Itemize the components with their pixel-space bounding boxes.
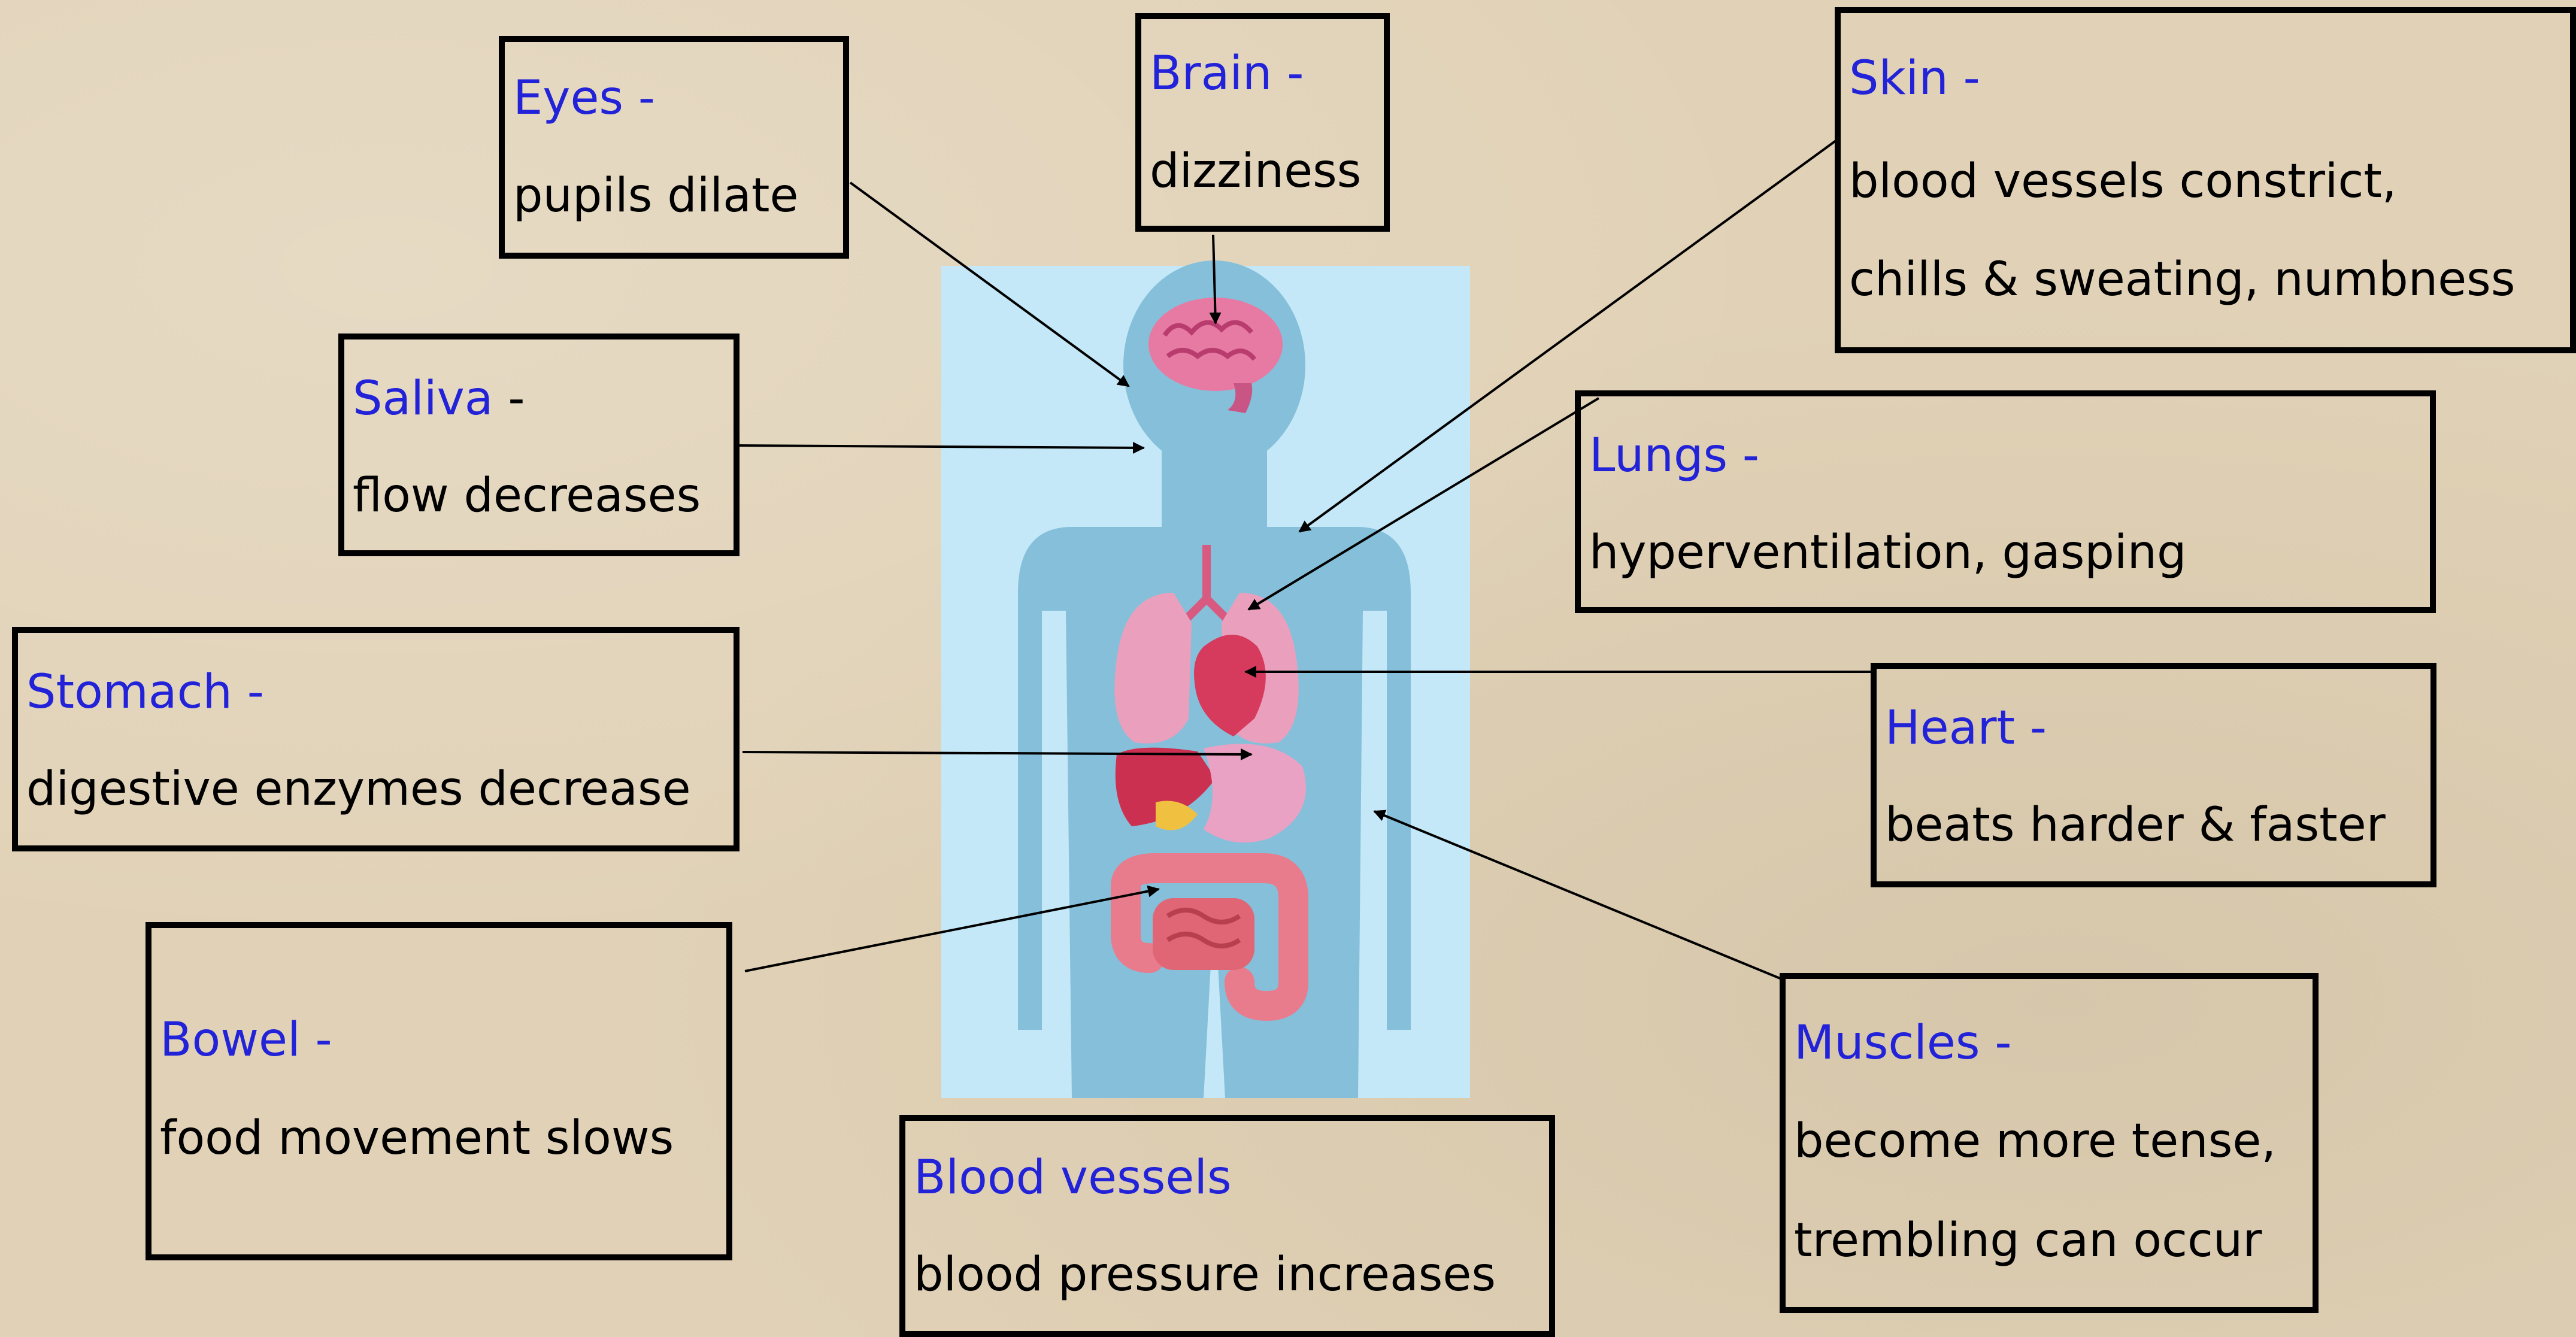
muscles-box: Muscles - become more tense, trembling c… <box>1780 973 2319 1313</box>
blood-vessels-box: Blood vessels blood pressure increases <box>899 1115 1555 1337</box>
bowel-name: Bowel - <box>160 1017 332 1063</box>
stomach-box: Stomach - digestive enzymes decrease <box>12 627 740 851</box>
brain-name: Brain - <box>1150 50 1304 97</box>
heart-box: Heart - beats harder & faster <box>1871 663 2436 887</box>
heart-desc: beats harder & faster <box>1885 802 2386 848</box>
saliva-desc: flow decreases <box>353 472 701 519</box>
bowel-box: Bowel - food movement slows <box>146 922 732 1260</box>
skin-desc-line1: blood vessels constrict, <box>1849 158 2397 205</box>
eyes-name: Eyes - <box>513 75 655 122</box>
bowel-desc: food movement slows <box>160 1115 674 1162</box>
saliva-box: Saliva - flow decreases <box>338 334 740 556</box>
saliva-arrow <box>739 445 1144 448</box>
lungs-desc: hyperventilation, gasping <box>1589 529 2187 576</box>
stomach-name: Stomach - <box>26 669 264 716</box>
muscles-desc-line1: become more tense, <box>1794 1118 2276 1165</box>
saliva-name: Saliva - <box>353 375 525 422</box>
lungs-arrow <box>1248 398 1599 610</box>
muscles-desc-line2: trembling can occur <box>1794 1217 2262 1264</box>
eyes-arrow <box>850 183 1129 386</box>
blood-vessels-name: Blood vessels <box>914 1154 1232 1201</box>
stomach-arrow <box>743 752 1251 754</box>
brain-desc: dizziness <box>1150 148 1361 195</box>
lungs-name: Lungs - <box>1589 432 1759 479</box>
heart-name: Heart - <box>1885 705 2047 751</box>
eyes-desc: pupils dilate <box>513 172 798 219</box>
brain-box: Brain - dizziness <box>1135 13 1390 232</box>
brain-arrow <box>1213 235 1216 323</box>
muscles-name: Muscles - <box>1794 1020 2012 1066</box>
lungs-box: Lungs - hyperventilation, gasping <box>1575 390 2436 613</box>
skin-name: Skin - <box>1849 55 1980 102</box>
stomach-desc: digestive enzymes decrease <box>26 766 691 812</box>
eyes-box: Eyes - pupils dilate <box>499 36 849 259</box>
skin-desc-line2: chills & sweating, numbness <box>1849 256 2515 303</box>
bowel-arrow <box>745 889 1159 971</box>
skin-box: Skin - blood vessels constrict, chills &… <box>1835 7 2576 353</box>
blood-vessels-desc: blood pressure increases <box>914 1251 1496 1298</box>
saliva-dash: - <box>493 372 525 426</box>
muscles-arrow <box>1374 811 1781 979</box>
